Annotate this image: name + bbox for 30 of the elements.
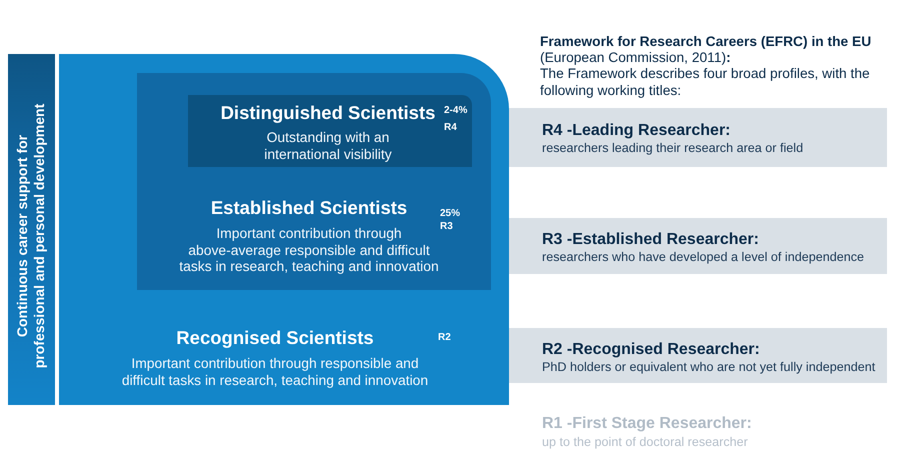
profile-band (509, 108, 887, 167)
level-description: Outstanding with an international visibility (263, 129, 393, 162)
level-tag: R4 (444, 122, 457, 134)
level-panel (188, 95, 472, 167)
level-panel (59, 54, 509, 405)
source-note: (European Commission, 2011): (540, 50, 731, 66)
profile-title: R2 -Recognised Researcher: (542, 341, 760, 359)
intro-text: The Framework describes four broad profiles, with the following working titles: (540, 66, 871, 99)
level-tag: R3 (440, 221, 453, 233)
profile-band (509, 218, 887, 274)
level-tag: 25% (440, 208, 460, 220)
profile-description: researchers leading their research area or field (542, 141, 804, 155)
banner-text: Continuous career support for professional and personal development (14, 102, 48, 370)
level-panel (137, 73, 491, 290)
profile-title: R1 -First Stage Researcher: (542, 415, 752, 433)
level-description: Important contribution through responsible and difficult tasks in research, teaching and innovation (120, 355, 430, 388)
level-tag: R2 (438, 332, 451, 344)
profile-description: up to the point of doctoral researcher (542, 435, 748, 449)
profile-title: R3 -Established Researcher: (542, 231, 759, 249)
vertical-banner (8, 54, 55, 405)
profile-description: PhD holders or equivalent who are not yet fully independent (542, 360, 876, 374)
profile-band (509, 328, 887, 383)
profile-description: researchers who have developed a level of independence (542, 250, 864, 264)
header-title: Framework for Research Careers (EFRC) in the EU (540, 34, 872, 50)
level-title: Distinguished Scientists (220, 102, 436, 123)
level-title: Established Scientists (210, 197, 408, 218)
profile-title: R4 -Leading Researcher: (542, 122, 731, 140)
level-tag: 2-4% (444, 105, 468, 117)
level-title: Recognised Scientists (176, 327, 374, 348)
level-description: Important contribution through above-average responsible and difficult tasks in research, teaching and innovation (178, 225, 440, 274)
